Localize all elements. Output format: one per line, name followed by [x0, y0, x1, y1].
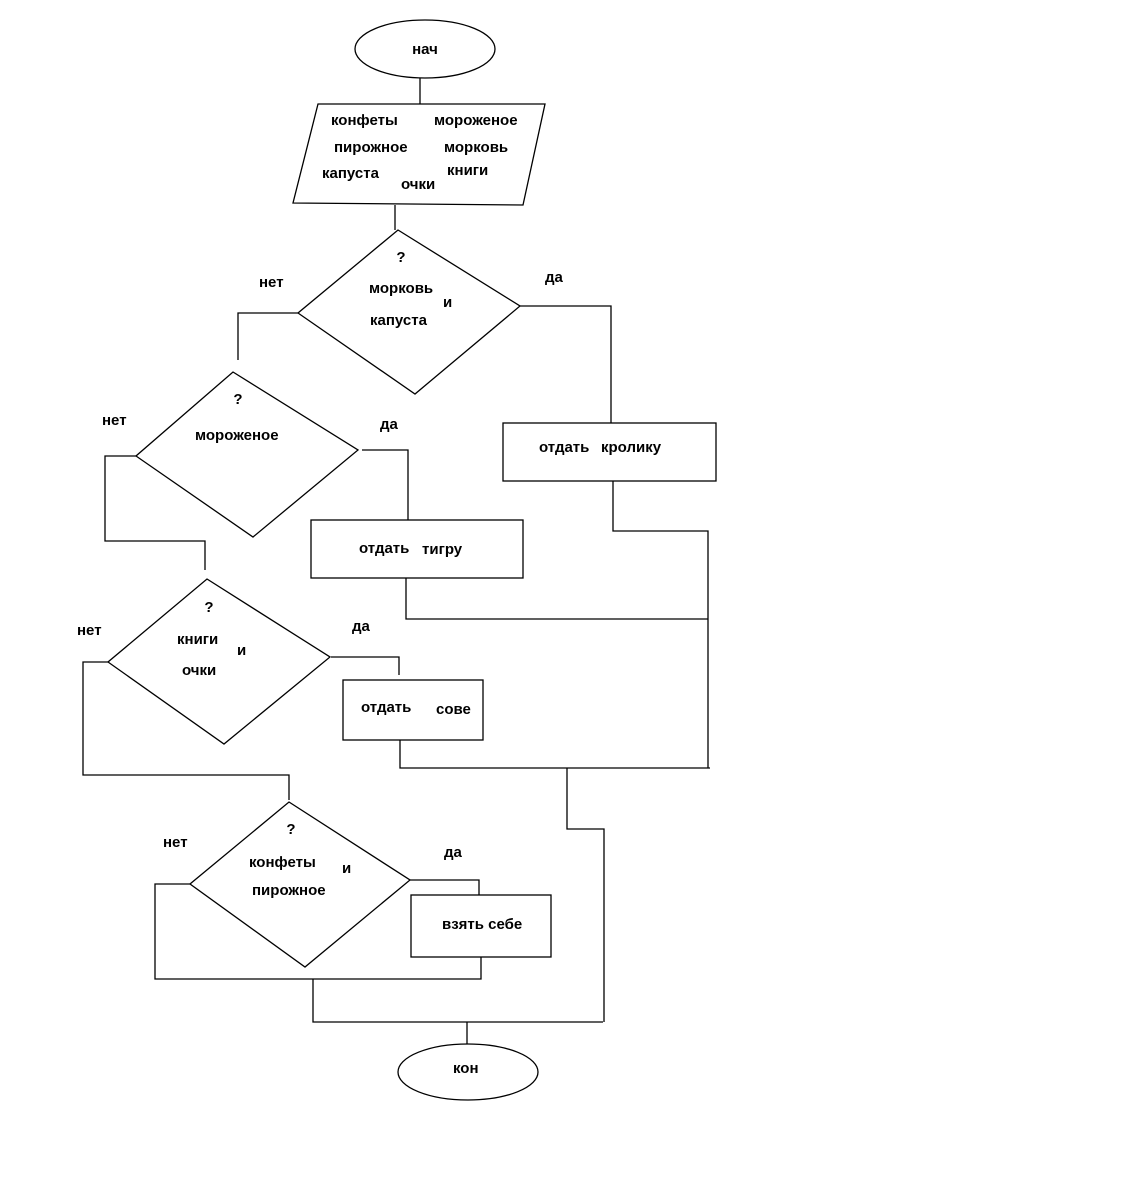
decision4-line1: конфеты	[249, 854, 316, 871]
connector-decision2-no	[104, 455, 206, 570]
process-owl-w2: сове	[436, 701, 471, 718]
decision1-line2: капуста	[370, 312, 428, 329]
decision3-diamond	[106, 578, 332, 745]
process-self	[410, 894, 552, 958]
process-tiger	[310, 519, 524, 579]
input-item-morkov: морковь	[444, 139, 508, 156]
connector-decision4-yes	[410, 879, 480, 895]
decision3-line1: книги	[177, 631, 218, 648]
decision1-question: ?	[396, 249, 405, 266]
decision4-line2: пирожное	[252, 882, 326, 899]
input-item-morozhenoe: мороженое	[434, 112, 518, 129]
connector-decision1-no	[237, 312, 298, 360]
connector-bottom-join	[312, 979, 603, 1023]
input-item-konfety: конфеты	[331, 112, 398, 129]
connector-self-out	[313, 957, 482, 980]
decision1-line1: морковь	[369, 280, 433, 297]
connector-decision3-no	[82, 661, 290, 800]
connector-lines	[82, 78, 710, 1045]
decision4-question: ?	[286, 821, 295, 838]
decision2-question: ?	[233, 391, 242, 408]
connector-decision4-no	[154, 883, 313, 980]
process-tiger-w1: отдать	[359, 540, 409, 557]
input-item-pirozhnoe: пирожное	[334, 139, 408, 156]
end-label: кон	[453, 1060, 479, 1077]
decision2-no-label: нет	[102, 412, 127, 429]
decision3-yes-label: да	[352, 618, 371, 635]
decision3-no-label: нет	[77, 622, 102, 639]
connector-collector-down	[566, 768, 605, 1022]
decision4-conj: и	[342, 860, 351, 877]
process-tiger-w2: тигру	[422, 541, 463, 558]
decision4-yes-label: да	[444, 844, 463, 861]
decision1-conj: и	[443, 294, 452, 311]
decision4-diamond	[188, 801, 412, 968]
input-data-block	[292, 103, 546, 206]
connector-tiger-out	[405, 575, 708, 620]
process-rabbit-w2: кролику	[601, 439, 662, 456]
process-owl	[342, 679, 484, 741]
decision1-yes-label: да	[545, 269, 564, 286]
decision3-question: ?	[204, 599, 213, 616]
decision2-line1: мороженое	[195, 427, 279, 444]
process-rabbit	[502, 422, 717, 482]
input-item-knigi: книги	[447, 162, 488, 179]
process-self-label: взять себе	[442, 916, 522, 933]
decision3-conj: и	[237, 642, 246, 659]
decision1-diamond	[296, 229, 522, 395]
connector-decision1-yes	[520, 305, 612, 423]
connector-rabbit-out	[612, 481, 709, 768]
start-label: нач	[412, 41, 438, 58]
end-terminator	[397, 1043, 539, 1101]
process-rabbit-w1: отдать	[539, 439, 589, 456]
decision2-diamond	[134, 371, 360, 538]
connector-decision2-yes	[362, 449, 409, 520]
input-item-ochki: очки	[401, 176, 435, 193]
decision2-yes-label: да	[380, 416, 399, 433]
input-item-kapusta: капуста	[322, 165, 380, 182]
decision4-no-label: нет	[163, 834, 188, 851]
connector-owl-out	[399, 740, 710, 769]
decision3-line2: очки	[182, 662, 216, 679]
decision1-no-label: нет	[259, 274, 284, 291]
start-terminator	[354, 19, 496, 79]
process-owl-w1: отдать	[361, 699, 411, 716]
connector-decision3-yes	[331, 656, 400, 675]
